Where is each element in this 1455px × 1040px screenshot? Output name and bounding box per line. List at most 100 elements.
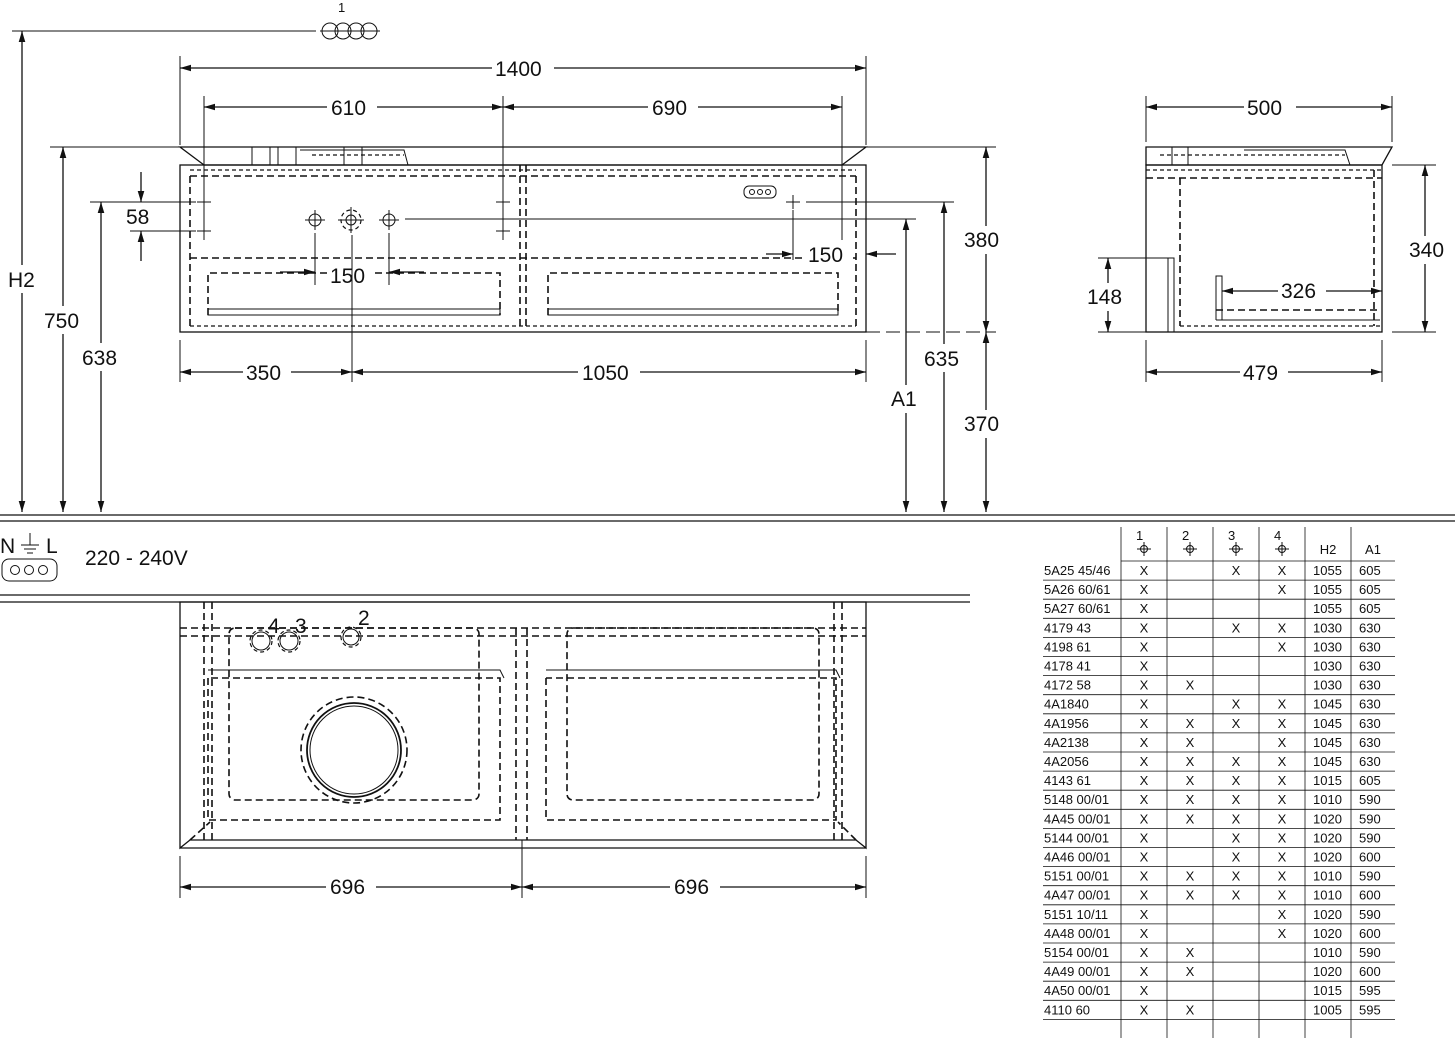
tap-hole-4-icon bbox=[251, 631, 271, 651]
table-cell: 1020 bbox=[1313, 907, 1342, 922]
table-row-label: 4A2056 bbox=[1044, 754, 1089, 769]
table-cell: X bbox=[1278, 620, 1287, 635]
table-cell: X bbox=[1232, 563, 1241, 578]
dim-1400: 1400 bbox=[495, 58, 542, 81]
table-cell: X bbox=[1186, 964, 1195, 979]
table-cell: 600 bbox=[1359, 926, 1381, 941]
table-cell: 1020 bbox=[1313, 811, 1342, 826]
dim-58: 58 bbox=[126, 206, 149, 229]
dim-150-taps: 150 bbox=[330, 265, 365, 288]
dim-380: 380 bbox=[964, 229, 999, 252]
table-row-label: 4A48 00/01 bbox=[1044, 926, 1111, 941]
table-row-label: 5A25 45/46 bbox=[1044, 563, 1111, 578]
table-cell: X bbox=[1186, 773, 1195, 788]
dim-326: 326 bbox=[1281, 280, 1316, 303]
table-cell: 590 bbox=[1359, 907, 1381, 922]
label-L: L bbox=[46, 535, 58, 558]
dim-696-right: 696 bbox=[674, 876, 709, 899]
table-cell: X bbox=[1140, 888, 1149, 903]
table-cell: 600 bbox=[1359, 888, 1381, 903]
table-cell: X bbox=[1232, 850, 1241, 865]
table-cell: X bbox=[1278, 735, 1287, 750]
table-cell: X bbox=[1140, 926, 1149, 941]
table-cell: X bbox=[1232, 811, 1241, 826]
table-cell: X bbox=[1140, 1002, 1149, 1017]
table-cell: X bbox=[1186, 735, 1195, 750]
table-cell: X bbox=[1278, 697, 1287, 712]
table-header-hole-1: 1 bbox=[1136, 528, 1143, 543]
table-cell: 1010 bbox=[1313, 869, 1342, 884]
tap-hole-symbol-icon bbox=[1183, 542, 1197, 556]
table-cell: X bbox=[1186, 792, 1195, 807]
table-cell: X bbox=[1140, 773, 1149, 788]
table-cell: 1030 bbox=[1313, 639, 1342, 654]
dim-500: 500 bbox=[1247, 97, 1282, 120]
dim-635: 635 bbox=[924, 348, 959, 371]
table-cell: 1045 bbox=[1313, 716, 1342, 731]
table-cell: X bbox=[1140, 620, 1149, 635]
table-cell: X bbox=[1278, 716, 1287, 731]
table-cell: 605 bbox=[1359, 563, 1381, 578]
table-cell: 595 bbox=[1359, 983, 1381, 998]
table-cell: 1015 bbox=[1313, 773, 1342, 788]
table-cell: 595 bbox=[1359, 1002, 1381, 1017]
floor-top bbox=[0, 514, 1455, 522]
table-cell: X bbox=[1278, 792, 1287, 807]
table-cell: X bbox=[1140, 563, 1149, 578]
table-row-label: 4110 60 bbox=[1044, 1002, 1090, 1017]
table-cell: X bbox=[1278, 888, 1287, 903]
table-row-label: 4A45 00/01 bbox=[1044, 811, 1111, 826]
table-cell: X bbox=[1186, 811, 1195, 826]
table-cell: X bbox=[1140, 678, 1149, 693]
table-cell: X bbox=[1232, 697, 1241, 712]
table-row-label: 4178 41 bbox=[1044, 659, 1091, 674]
table-cell: X bbox=[1140, 582, 1149, 597]
table-cell: 600 bbox=[1359, 964, 1381, 979]
table-row-label: 4143 61 bbox=[1044, 773, 1091, 788]
table-cell: 1010 bbox=[1313, 792, 1342, 807]
table-cell: X bbox=[1232, 716, 1241, 731]
table-cell: 1055 bbox=[1313, 582, 1342, 597]
table-cell: 630 bbox=[1359, 678, 1381, 693]
table-cell: X bbox=[1278, 563, 1287, 578]
electrical-symbol: N L 220 - 240V bbox=[0, 533, 188, 582]
dim-750: 750 bbox=[44, 310, 79, 333]
table-cell: 1030 bbox=[1313, 620, 1342, 635]
table-cell: X bbox=[1186, 869, 1195, 884]
dim-150-side: 150 bbox=[808, 244, 843, 267]
table-row-label: 5154 00/01 bbox=[1044, 945, 1109, 960]
table-cell: X bbox=[1140, 830, 1149, 845]
table-cell: 630 bbox=[1359, 659, 1381, 674]
table-row-label: 5144 00/01 bbox=[1044, 830, 1109, 845]
table-cell: X bbox=[1186, 754, 1195, 769]
callout-4: 4 bbox=[268, 615, 280, 638]
table-cell: 1045 bbox=[1313, 735, 1342, 750]
table-cell: X bbox=[1140, 907, 1149, 922]
table-row-label: 4A2138 bbox=[1044, 735, 1089, 750]
table-row-label: 4A46 00/01 bbox=[1044, 850, 1111, 865]
table-cell: X bbox=[1186, 1002, 1195, 1017]
top-view: 4 3 2 696 696 bbox=[0, 594, 970, 900]
table-cell: 1020 bbox=[1313, 964, 1342, 979]
table-cell: X bbox=[1278, 754, 1287, 769]
table-cell: 630 bbox=[1359, 716, 1381, 731]
table-cell: X bbox=[1278, 926, 1287, 941]
table-row-label: 4198 61 bbox=[1044, 639, 1091, 654]
table-row-label: 5151 00/01 bbox=[1044, 869, 1109, 884]
table-cell: X bbox=[1278, 773, 1287, 788]
table-cell: 1055 bbox=[1313, 601, 1342, 616]
table-cell: X bbox=[1140, 792, 1149, 807]
table-cell: 630 bbox=[1359, 697, 1381, 712]
dim-696-left: 696 bbox=[330, 876, 365, 899]
table-cell: X bbox=[1232, 888, 1241, 903]
table-cell: X bbox=[1278, 907, 1287, 922]
table-cell: 590 bbox=[1359, 811, 1381, 826]
tap-hole-symbol-icon bbox=[1229, 542, 1243, 556]
table-cell: X bbox=[1140, 639, 1149, 654]
voltage-label: 220 - 240V bbox=[85, 547, 188, 570]
floor-bottom bbox=[0, 594, 970, 603]
table-cell: X bbox=[1232, 830, 1241, 845]
table-cell: 605 bbox=[1359, 582, 1381, 597]
table-cell: X bbox=[1186, 888, 1195, 903]
